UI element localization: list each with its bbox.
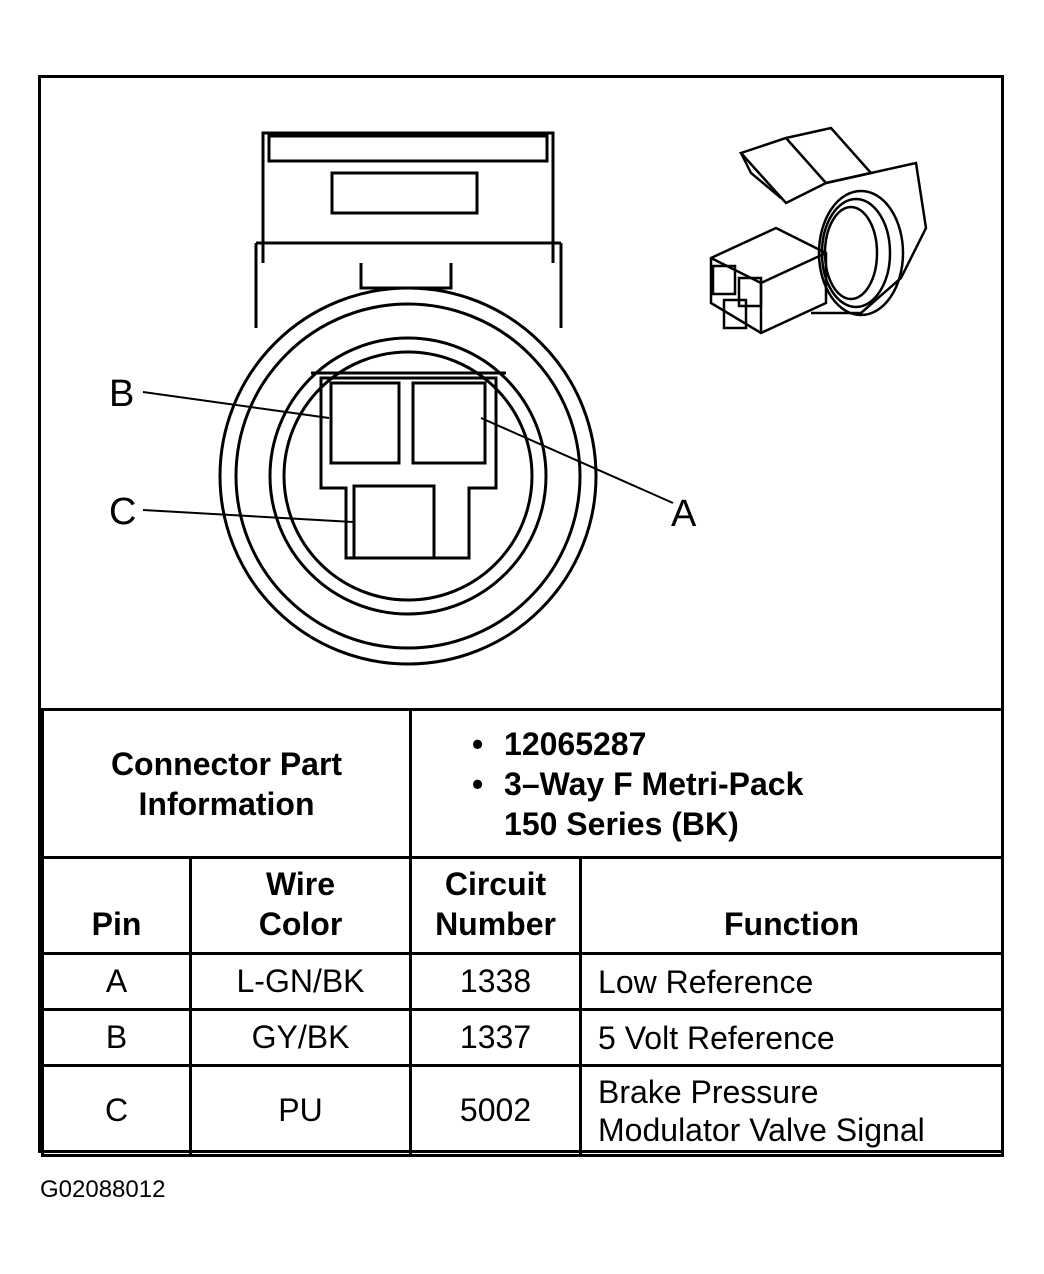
pin-label-c: C (109, 491, 136, 533)
connector-type: •3–Way F Metri-Pack (472, 765, 804, 802)
row-b-wire-color: GY/BK (188, 1008, 413, 1067)
pin-label-a: A (671, 493, 697, 535)
row-c-function: Brake Pressure Modulator Valve Signal (579, 1064, 1005, 1157)
figure-code: G02088012 (40, 1176, 166, 1203)
table-row: C PU 5002 Brake Pressure Modulator Valve… (41, 1064, 1005, 1157)
leader-lines (142, 391, 674, 523)
table-row: B GY/BK 1337 5 Volt Reference (41, 1008, 1005, 1067)
row-a-circuit: 1338 (409, 952, 583, 1011)
connector-3d-illustration (709, 126, 928, 335)
row-c-circuit: 5002 (409, 1064, 583, 1157)
row-a-pin: A (41, 952, 192, 1011)
part-info-value: •12065287 •3–Way F Metri-Pack 150 Series… (409, 708, 1005, 859)
part-number: •12065287 (472, 725, 647, 762)
connector-diagram: B C A (109, 126, 928, 666)
connector-face (218, 286, 598, 666)
row-a-function: Low Reference (579, 952, 1005, 1011)
connector-housing (254, 131, 563, 328)
pin-cavity (311, 371, 506, 560)
pin-c-terminal (352, 484, 436, 560)
table-row: A L-GN/BK 1338 Low Reference (41, 952, 1005, 1011)
row-b-function: 5 Volt Reference (579, 1008, 1005, 1067)
diagram-frame: B C A Connector Part Information •120652… (38, 75, 1005, 1157)
part-info-label: Connector Part Information (40, 708, 413, 859)
header-pin: Pin (41, 856, 192, 955)
connector-info-table: Connector Part Information •12065287 •3–… (40, 708, 1005, 1157)
connector-series: 150 Series (BK) (504, 805, 739, 842)
part-info-row: Connector Part Information •12065287 •3–… (40, 708, 1005, 859)
row-c-pin: C (41, 1064, 192, 1157)
row-b-circuit: 1337 (409, 1008, 583, 1067)
pin-a-terminal (411, 381, 487, 465)
pin-label-b: B (109, 373, 134, 415)
row-b-pin: B (41, 1008, 192, 1067)
row-a-wire-color: L-GN/BK (188, 952, 413, 1011)
row-c-wire-color: PU (188, 1064, 413, 1157)
header-function: Function (579, 856, 1005, 955)
pin-b-terminal (329, 381, 401, 465)
